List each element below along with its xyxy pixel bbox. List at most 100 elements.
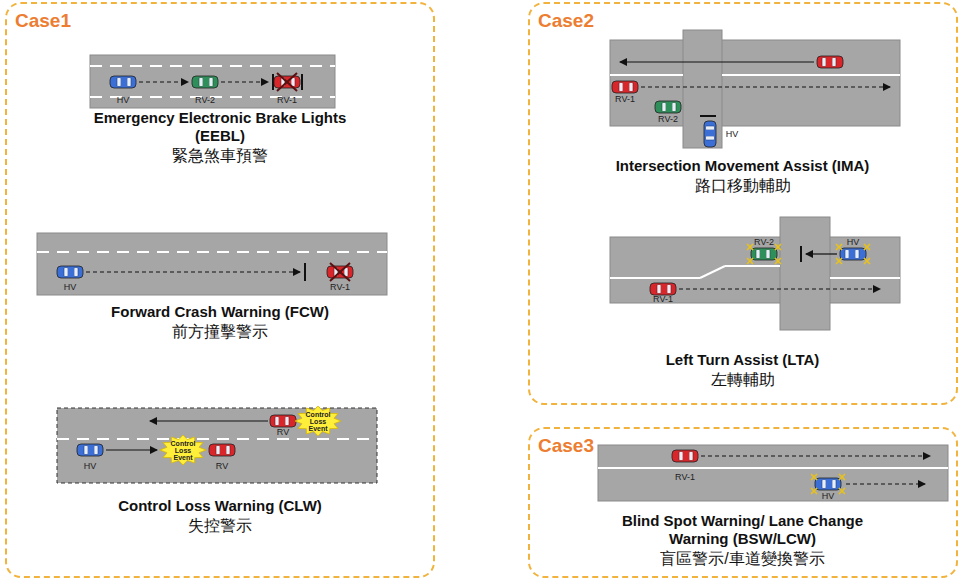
scenario-title: Intersection Movement Assist (IMA) bbox=[616, 157, 870, 175]
scenario-box: Intersection Movement Assist (IMA)路口移動輔助 bbox=[540, 28, 945, 200]
scenario-title-zh: 失控警示 bbox=[188, 515, 252, 536]
sensor-mark bbox=[775, 244, 781, 250]
sensor-mark bbox=[839, 474, 845, 480]
vehicle-label: RV-2 bbox=[195, 95, 215, 105]
path-arrow bbox=[150, 420, 268, 421]
sensor-mark bbox=[747, 258, 753, 264]
vehicle-label: HV bbox=[117, 95, 130, 105]
sensor-mark bbox=[811, 488, 817, 494]
scenario-title: Emergency Electronic Brake Lights (EEBL) bbox=[70, 109, 370, 145]
vehicle bbox=[840, 248, 866, 260]
sensor-mark bbox=[836, 258, 842, 264]
scenario-box: Left Turn Assist (LTA)左轉輔助 bbox=[540, 212, 945, 394]
sensor-mark bbox=[836, 244, 842, 250]
crash-mark bbox=[330, 263, 350, 281]
vehicle-label: RV-2 bbox=[754, 237, 774, 247]
scenario-title-zh: 緊急煞車預警 bbox=[172, 145, 268, 166]
vehicle-label: RV-2 bbox=[658, 114, 678, 124]
scenario-title: Left Turn Assist (LTA) bbox=[666, 351, 820, 369]
vehicle bbox=[192, 76, 218, 88]
path-arrow bbox=[620, 61, 814, 62]
crash-mark bbox=[277, 73, 297, 91]
vehicle bbox=[815, 478, 841, 490]
vehicle bbox=[57, 266, 83, 278]
lane-line bbox=[90, 65, 335, 67]
road bbox=[610, 40, 900, 126]
lane-line bbox=[722, 74, 900, 76]
vehicle-label: RV-1 bbox=[277, 95, 297, 105]
vehicle bbox=[672, 450, 698, 462]
sensor-mark bbox=[836, 244, 842, 250]
control-loss-burst bbox=[160, 435, 206, 465]
vehicle-label: RV-1 bbox=[615, 94, 635, 104]
sensor-mark bbox=[747, 244, 753, 250]
path-arrow bbox=[86, 271, 300, 272]
control-loss-burst bbox=[295, 406, 341, 436]
stop-bar bbox=[301, 74, 303, 90]
vehicle-label: RV bbox=[216, 461, 228, 471]
case-heading: Case3 bbox=[530, 429, 956, 457]
sensor-mark bbox=[839, 488, 845, 494]
lane-line bbox=[830, 277, 900, 279]
road bbox=[37, 233, 387, 295]
sensor-mark bbox=[747, 258, 753, 264]
vehicle-label: RV-1 bbox=[675, 472, 695, 482]
sensor-mark bbox=[775, 244, 781, 250]
sensor-mark bbox=[811, 488, 817, 494]
stop-bar bbox=[304, 263, 306, 281]
lane-line bbox=[610, 277, 700, 279]
vehicle bbox=[817, 56, 843, 68]
sensor-mark bbox=[864, 258, 870, 264]
stop-bar bbox=[700, 115, 716, 117]
scenario-title-zh: 前方撞擊警示 bbox=[172, 321, 268, 342]
vehicle-label: RV-1 bbox=[330, 282, 350, 292]
vehicle bbox=[704, 121, 716, 147]
sensor-mark bbox=[775, 258, 781, 264]
sensor-mark bbox=[864, 244, 870, 250]
scenario-title: Control Loss Warning (CLW) bbox=[118, 497, 322, 515]
path-arrow bbox=[846, 483, 925, 484]
road bbox=[780, 217, 830, 330]
sensor-mark bbox=[747, 244, 753, 250]
sensor-mark bbox=[811, 474, 817, 480]
vehicle-label: HV bbox=[822, 491, 835, 501]
road bbox=[598, 445, 948, 501]
road bbox=[683, 30, 722, 148]
lane-line bbox=[598, 467, 948, 469]
lane-line bbox=[57, 438, 377, 440]
lane-line bbox=[725, 265, 780, 267]
scenario-box: Forward Crash Warning (FCW)前方撞擊警示 bbox=[15, 225, 425, 346]
vehicle-label: HV bbox=[847, 237, 860, 247]
case-heading: Case2 bbox=[530, 4, 956, 32]
case-heading: Case1 bbox=[7, 4, 433, 32]
vehicle-label: HV bbox=[64, 282, 77, 292]
event-label: Control Loss Event bbox=[303, 411, 333, 432]
scenario-box: Emergency Electronic Brake Lights (EEBL)… bbox=[15, 45, 425, 170]
scenario-title: Blind Spot Warning/ Lane Change Warning … bbox=[593, 512, 893, 548]
sensor-mark bbox=[811, 474, 817, 480]
crash-mark bbox=[330, 263, 350, 281]
crash-mark bbox=[277, 73, 297, 91]
scenario-box: Blind Spot Warning/ Lane Change Warning … bbox=[540, 438, 945, 573]
scenario-title: Forward Crash Warning (FCW) bbox=[111, 303, 329, 321]
path-arrow bbox=[806, 253, 837, 254]
road bbox=[610, 237, 900, 303]
lane-line bbox=[610, 74, 683, 76]
intersection bbox=[684, 41, 721, 125]
stop-bar bbox=[800, 246, 802, 262]
vehicle bbox=[209, 444, 235, 456]
path-arrow bbox=[679, 288, 880, 289]
sensor-mark bbox=[864, 258, 870, 264]
scenario-title-zh: 路口移動輔助 bbox=[695, 175, 791, 196]
vehicle bbox=[270, 415, 296, 427]
path-arrow bbox=[641, 86, 890, 87]
event-label: Control Loss Event bbox=[168, 440, 198, 461]
path-arrow bbox=[139, 81, 188, 82]
lane-line bbox=[700, 266, 725, 278]
vehicle bbox=[612, 81, 638, 93]
intersection bbox=[781, 238, 829, 302]
sensor-mark bbox=[864, 244, 870, 250]
path-arrow bbox=[701, 455, 930, 456]
road bbox=[90, 55, 335, 108]
